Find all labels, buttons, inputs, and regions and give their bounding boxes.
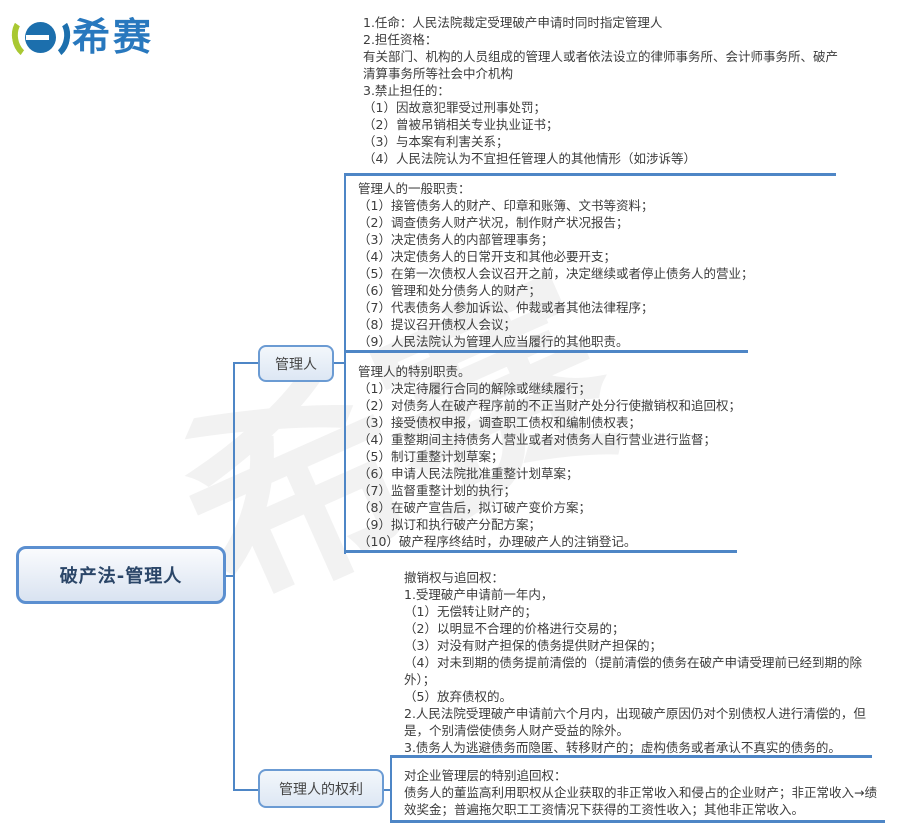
connector-trunk-to-branch2 (234, 789, 258, 791)
topic-revocation-and-recovery-right[interactable]: 撤销权与追回权： 1.受理破产申请前一年内， （1）无偿转让财产的； （2）以明… (404, 570, 866, 755)
topic-appointment-qualification-prohibition[interactable]: 1.任命：人民法院裁定受理破产申请时同时指定管理人 2.担任资格： 有关部门、机… (363, 15, 839, 166)
topic-underline-general-duties (344, 350, 748, 353)
topic-underline-special-duties (344, 550, 737, 553)
logo-blue-ball (25, 22, 56, 53)
topic-underline-management-recovery (390, 820, 885, 823)
connector-trunk-to-branch1 (234, 362, 258, 364)
branch-node-administrator-rights[interactable]: 管理人的权利 (258, 769, 384, 808)
branch-node-administrator-rights-label: 管理人的权利 (279, 781, 363, 798)
logo-e-slot (26, 35, 49, 40)
topic-special-duties[interactable]: 管理人的特别职责。 （1）决定待履行合同的解除或继续履行； （2）对债务人在破产… (358, 364, 741, 549)
topic-underline-appointment (344, 173, 836, 176)
connector-trunk-vertical (233, 362, 235, 791)
branch-node-administrator[interactable]: 管理人 (258, 345, 334, 382)
topic-special-recovery-right-management[interactable]: 对企业管理层的特别追回权： 债务人的董监高利用职权从企业获取的非正常收入和侵占的… (404, 768, 877, 817)
logo-text: 希赛 (72, 15, 155, 59)
root-node-label: 破产法-管理人 (59, 566, 183, 587)
connector-root-to-trunk (226, 575, 234, 577)
connector-branch1-vertical (344, 173, 346, 554)
root-node-bankruptcy-law-administrator[interactable]: 破产法-管理人 (16, 546, 226, 604)
xisai-logo: 希赛 (8, 12, 155, 62)
xisai-e-icon (8, 12, 74, 62)
branch-node-administrator-label: 管理人 (275, 356, 317, 373)
topic-underline-revocation-right (390, 755, 872, 758)
connector-branch2-to-children (384, 789, 390, 791)
connector-branch1-to-children (334, 362, 344, 364)
connector-branch2-vertical (390, 755, 392, 823)
topic-general-duties[interactable]: 管理人的一般职责： （1）接管债务人的财产、印章和账簿、文书等资料； （2）调查… (358, 181, 754, 349)
